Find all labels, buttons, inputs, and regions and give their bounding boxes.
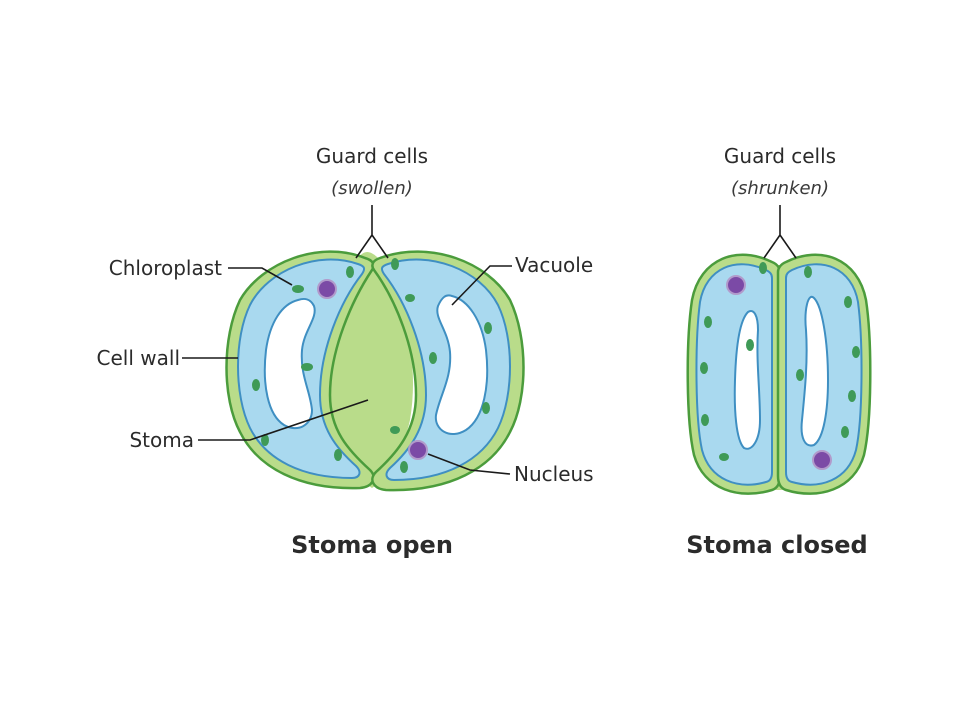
guard-cells-label: Guard cells [724,144,836,168]
left-guard-cell-closed [686,253,782,495]
chloroplast [252,379,260,391]
guard-cells-state-label: (swollen) [331,178,413,199]
nucleus [408,440,428,460]
vacuole [434,294,489,435]
chloroplast [852,346,860,358]
chloroplast [301,363,313,371]
nucleus [317,279,337,299]
vacuole-label: Vacuole [515,253,593,277]
chloroplast [844,296,852,308]
cell-wall-label: Cell wall [97,346,180,370]
stoma-label: Stoma [129,428,194,452]
right-guard-cell-open [371,250,525,492]
nucleus-label: Nucleus [514,462,594,486]
chloroplast [796,369,804,381]
nucleus-leader [427,453,511,475]
stoma-open-caption: Stoma open [291,531,453,559]
guard-cells-bracket-closed [763,205,797,259]
chloroplast [482,402,490,414]
stoma-open-diagram: Guard cells (swollen) Chloroplast Cell w… [97,144,594,559]
vacuole-leader [451,265,512,306]
chloroplast [484,322,492,334]
chloroplast [704,316,712,328]
vacuole [800,295,830,447]
chloroplast [346,266,354,278]
chloroplast [390,426,400,434]
chloroplast [719,453,729,461]
chloroplast [700,362,708,374]
stoma-closed-caption: Stoma closed [686,531,868,559]
chloroplast [429,352,437,364]
stoma-leader [198,399,369,441]
right-guard-cell-closed [776,253,872,495]
chloroplast-label: Chloroplast [109,256,222,280]
chloroplast [405,294,415,302]
chloroplast [292,285,304,293]
chloroplast [400,461,408,473]
chloroplast-leader [228,267,293,286]
chloroplast [334,449,342,461]
cytoplasm [380,258,511,482]
left-guard-cell-open [225,250,375,490]
chloroplast [261,434,269,446]
guard-cells-label: Guard cells [316,144,428,168]
nucleus [812,450,832,470]
stoma-closed-diagram: Guard cells (shrunken) Stoma closed [686,144,872,559]
chloroplast [759,262,767,274]
guard-cells-state-label: (shrunken) [731,178,829,199]
vacuole [263,297,316,430]
chloroplast [841,426,849,438]
nucleus [726,275,746,295]
chloroplast [391,258,399,270]
chloroplast [804,266,812,278]
guard-cells-bracket-open [355,205,389,259]
chloroplast [746,339,754,351]
chloroplast [701,414,709,426]
chloroplast [848,390,856,402]
